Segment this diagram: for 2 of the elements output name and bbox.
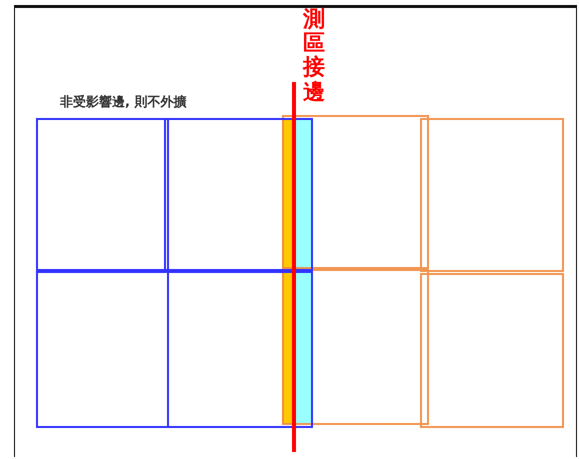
note-text: 非受影響邊, 則不外擴 bbox=[60, 94, 186, 111]
vertical-heading: 測區接邊 bbox=[303, 8, 325, 105]
